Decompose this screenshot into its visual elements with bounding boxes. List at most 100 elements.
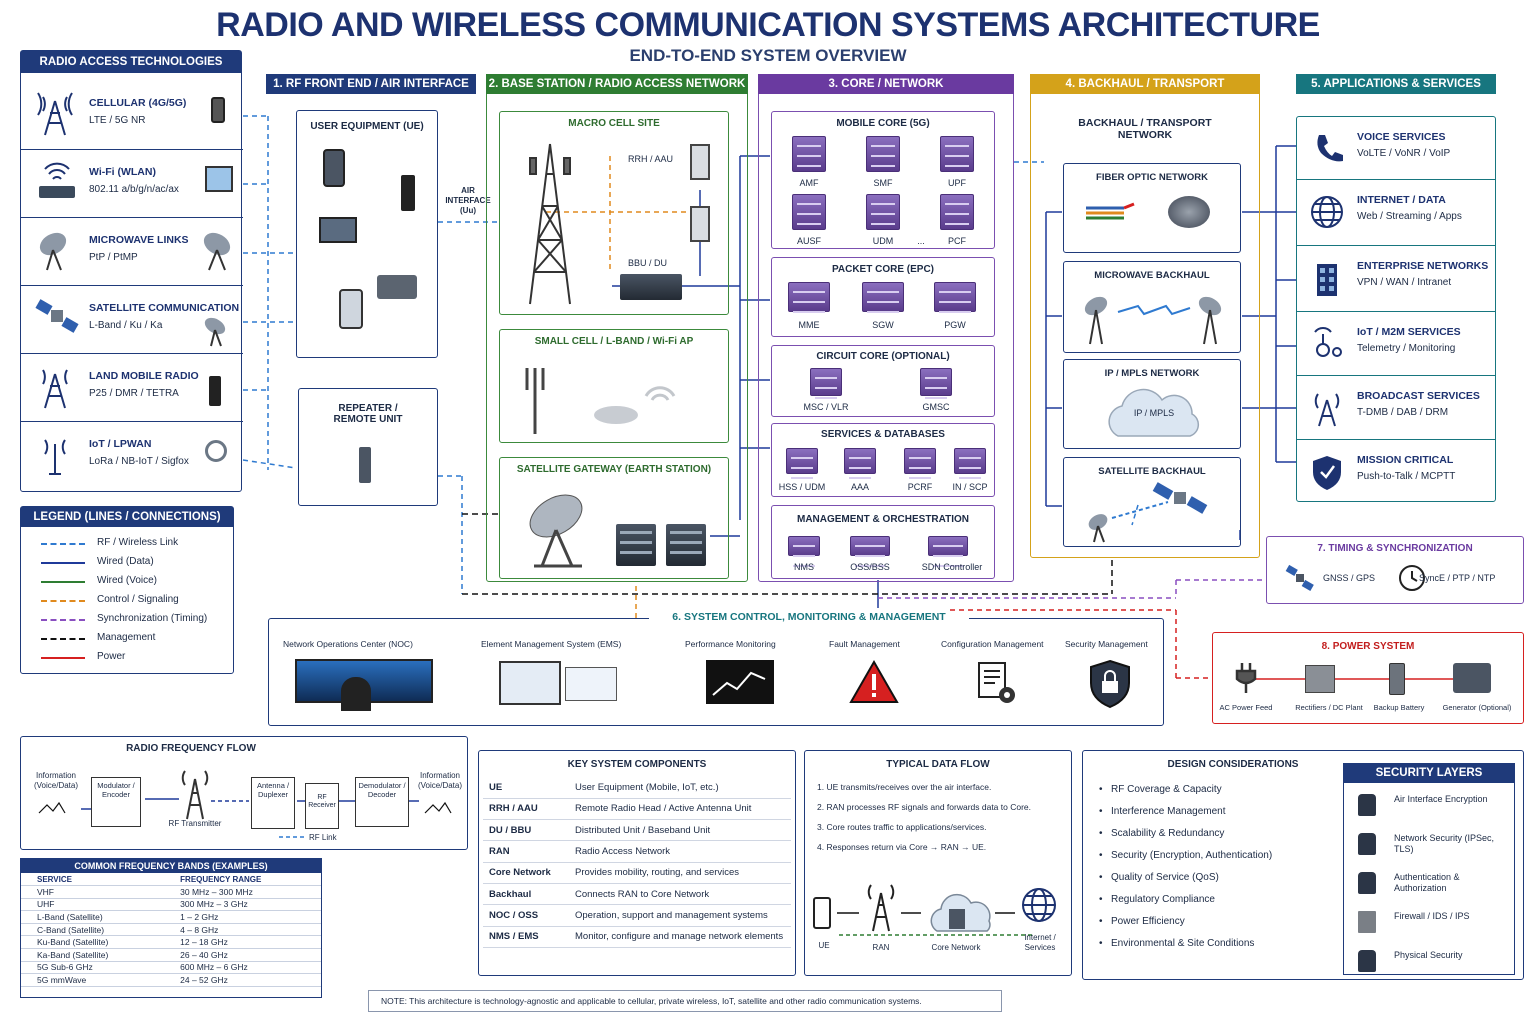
security-layer-item: Network Security (IPSec, TLS): [1352, 829, 1512, 865]
band-service: 5G mmWave: [21, 973, 165, 987]
rat-wifi: Wi-Fi (WLAN) 802.11 a/b/g/n/ac/ax: [21, 149, 243, 217]
band-range: 24 – 52 GHz: [164, 973, 321, 987]
page-subtitle: END-TO-END SYSTEM OVERVIEW: [629, 46, 907, 65]
app-name: IoT / M2M SERVICES: [1357, 326, 1461, 338]
band-range: 12 – 18 GHz: [164, 935, 321, 950]
satellite-link-icon: [1088, 482, 1208, 543]
core-label: OSS/BSS: [850, 562, 890, 572]
iot-sensor-icon: [1314, 327, 1342, 357]
component-key: NMS / EMS: [483, 926, 569, 948]
microwave-link-icon: [1084, 296, 1222, 345]
rat-sub: P25 / DMR / TETRA: [89, 388, 179, 399]
mgmt-label: Configuration Management: [941, 639, 1044, 649]
list-item: •Regulatory Compliance: [1099, 893, 1349, 915]
circuit-core-box: CIRCUIT CORE (OPTIONAL) MSC / VLR GMSC: [771, 345, 995, 417]
component-description: User Equipment (Mobile, IoT, etc.): [569, 777, 791, 799]
satellite-backhaul-box: SATELLITE BACKHAUL: [1063, 457, 1241, 547]
backhaul-title: BACKHAUL / TRANSPORT NETWORK: [1078, 117, 1212, 141]
flow-step: 2. RAN processes RF signals and forwards…: [817, 802, 1032, 812]
amf-server-icon: [792, 136, 826, 172]
core-label: SGW: [872, 320, 894, 330]
apps-list: VOICE SERVICES VoLTE / VoNR / VoIP INTER…: [1296, 116, 1496, 502]
core-label: UDM: [872, 236, 894, 246]
flow-ue-label: UE: [818, 941, 830, 950]
section-2-header: 2. BASE STATION / RADIO ACCESS NETWORK (…: [486, 74, 748, 110]
demod-label: Demodulator / Decoder: [358, 781, 406, 799]
core-label: UPF: [948, 178, 966, 188]
section-7-header: 7. TIMING & SYNCHRONIZATION: [1317, 543, 1473, 554]
rrh-label: RRH / AAU: [628, 154, 674, 164]
services-db-title: SERVICES & DATABASES: [821, 429, 945, 440]
small-cell-pole-icon: [525, 368, 545, 434]
packet-core-box: PACKET CORE (EPC) MME SGW PGW: [771, 257, 995, 337]
ue-box: USER EQUIPMENT (UE): [296, 110, 438, 358]
mod-label: Modulator / Encoder: [97, 781, 135, 799]
lock-icon: [1358, 794, 1376, 816]
battery-icon: [1389, 663, 1405, 695]
rat-name: LAND MOBILE RADIO: [89, 370, 199, 382]
rat-panel: RADIO ACCESS TECHNOLOGIES CELLULAR (4G/5…: [20, 50, 243, 492]
bbu-label: BBU / DU: [628, 258, 668, 268]
earth-station-dish-icon: [529, 494, 583, 568]
band-service: VHF: [21, 885, 165, 899]
design-item-label: Security (Encryption, Authentication): [1111, 850, 1273, 861]
ip-title: IP / MPLS NETWORK: [1104, 368, 1200, 379]
band-service: 5G Sub-6 GHz: [21, 961, 165, 975]
power-label: Backup Battery: [1373, 703, 1425, 712]
legend-label: Control / Signaling: [97, 594, 179, 605]
core-label: PCF: [948, 236, 966, 246]
receiver-box: RF Receiver: [305, 783, 339, 829]
rat-name: CELLULAR (4G/5G): [89, 97, 187, 109]
security-layer-label: Physical Security: [1394, 950, 1463, 960]
legend-panel: LEGEND (LINES / CONNECTIONS) RF / Wirele…: [20, 506, 234, 674]
rat-name: SATELLITE COMMUNICATION: [89, 302, 240, 314]
repeater-icon: [359, 447, 371, 483]
app-sub: Telemetry / Monitoring: [1357, 343, 1456, 354]
security-title: SECURITY LAYERS: [1343, 763, 1515, 783]
flow-core-label: Core Network: [931, 943, 981, 952]
nms-server-icon: [788, 536, 820, 556]
component-description: Monitor, configure and manage network el…: [569, 926, 791, 948]
app-name: MISSION CRITICAL: [1357, 454, 1454, 466]
core-label: ...: [917, 236, 925, 246]
security-layers-panel: SECURITY LAYERS Air Interface Encryption…: [1343, 763, 1515, 975]
ems-monitor-icon: [499, 661, 561, 705]
list-item: •Quality of Service (QoS): [1099, 871, 1349, 893]
ausf-server-icon: [792, 194, 826, 230]
gateway-rack-icon: [666, 524, 706, 566]
band-range: 600 MHz – 6 GHz: [164, 961, 321, 975]
bullet-icon: •: [1099, 784, 1103, 795]
data-flow-steps: 1. UE transmits/receives over the air in…: [817, 781, 1067, 861]
macro-title: MACRO CELL SITE: [568, 118, 660, 129]
core-cloud-icon: [930, 893, 991, 932]
services-db-box: SERVICES & DATABASES HSS / UDM AAA PCRF …: [771, 423, 995, 497]
rectifier-icon: [1305, 665, 1335, 693]
bullet-icon: •: [1099, 872, 1103, 883]
list-item: •RF Coverage & Capacity: [1099, 783, 1349, 805]
table-row: L-Band (Satellite)1 – 2 GHz: [21, 910, 321, 924]
footer-note: NOTE: This architecture is technology-ag…: [368, 990, 1002, 1012]
app-sub: VoLTE / VoNR / VoIP: [1357, 148, 1451, 159]
data-flow-arrows: [837, 912, 1035, 936]
band-range: 1 – 2 GHz: [164, 910, 321, 924]
rf-flow-arrows: [38, 798, 452, 838]
list-item: •Interference Management: [1099, 805, 1349, 827]
fiber-box: FIBER OPTIC NETWORK: [1063, 163, 1241, 253]
pcf-server-icon: [940, 194, 974, 230]
sdn-server-icon: [928, 536, 968, 556]
band-range: 30 MHz – 300 MHz: [164, 885, 321, 899]
rat-lmr: LAND MOBILE RADIO P25 / DMR / TETRA: [21, 353, 243, 421]
app-iot: IoT / M2M SERVICES Telemetry / Monitorin…: [1297, 311, 1495, 375]
sync-label: SyncE / PTP / NTP: [1419, 573, 1496, 583]
clock-icon: [1399, 565, 1425, 591]
aau-icon: [690, 206, 710, 242]
design-panel: DESIGN CONSIDERATIONS •RF Coverage & Cap…: [1082, 750, 1524, 980]
security-layer-item: Authentication & Authorization: [1352, 868, 1512, 904]
laptop-icon: [319, 217, 357, 243]
shield-icon: [1313, 456, 1341, 490]
rat-satellite: SATELLITE COMMUNICATION L-Band / Ku / Ka: [21, 285, 243, 353]
phone-handset-icon: [1317, 135, 1343, 162]
legend-line-swatch: [41, 581, 85, 583]
